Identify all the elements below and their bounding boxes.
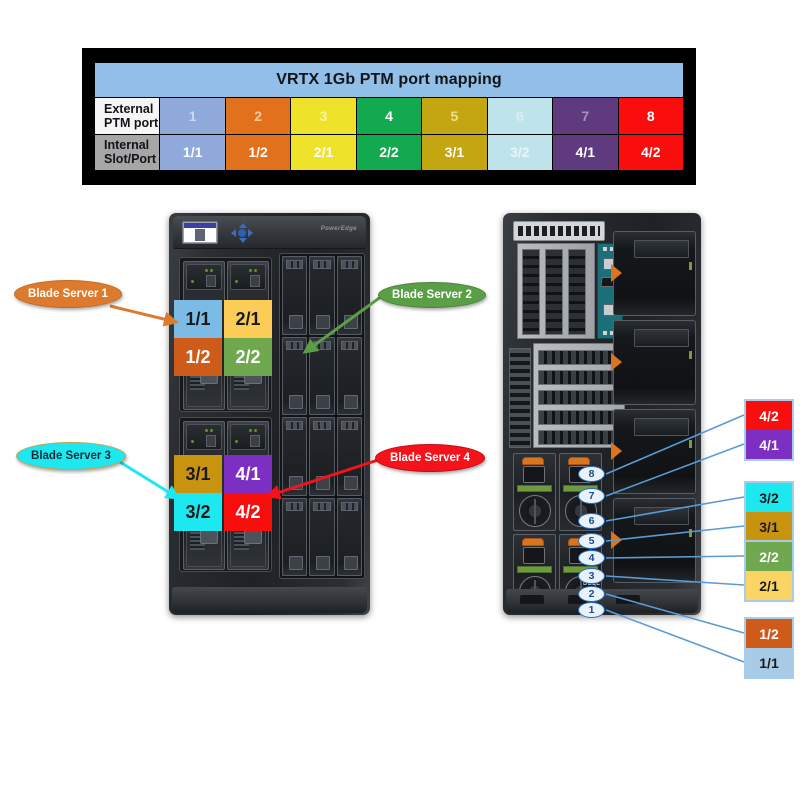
drive-bay[interactable]: [336, 336, 362, 415]
rear-module-bay-4[interactable]: [611, 498, 696, 583]
legend-cell-1-2: 1/2: [746, 619, 792, 648]
front-bezel: PowerEdge: [173, 216, 366, 249]
row-label-internal: Internal Slot/Port: [93, 133, 161, 172]
drive-bay[interactable]: [309, 417, 335, 496]
internal-slot-cell-4-2: 4/2: [617, 133, 684, 172]
blade-port-tag-1-1: 1/1: [174, 300, 222, 338]
drive-bay[interactable]: [336, 256, 362, 335]
legend-cell-4-1: 4/1: [746, 430, 792, 459]
legend-cell-2-1: 2/1: [746, 571, 792, 600]
drive-bay[interactable]: [309, 497, 335, 576]
pci-slot-block: [517, 243, 595, 339]
psu-module-1[interactable]: [513, 453, 556, 531]
pci-slot-row: [538, 390, 622, 405]
drive-bay[interactable]: [282, 256, 308, 335]
external-port-marker-3: 3: [578, 568, 605, 584]
row-label-external: External PTM port: [93, 97, 161, 135]
lcd-screen: [184, 223, 216, 242]
drive-bay[interactable]: [309, 256, 335, 335]
internal-slot-cell-3-2: 3/2: [486, 133, 554, 172]
internal-slot-cell-1-1: 1/1: [159, 133, 226, 172]
blade-port-tag-4-1: 4/1: [224, 455, 272, 493]
pci-slot-row: [538, 350, 622, 365]
drive-bay[interactable]: [282, 497, 308, 576]
internal-slot-cell-1-2: 1/2: [224, 133, 292, 172]
legend-cell-4-2: 4/2: [746, 401, 792, 430]
rear-module-bay-2[interactable]: [611, 320, 696, 405]
external-port-cell-6: 6: [486, 97, 554, 135]
external-port-marker-1: 1: [578, 602, 605, 618]
callout-blade-server-1: Blade Server 1: [14, 280, 122, 308]
dpad-control-icon[interactable]: [231, 223, 253, 243]
external-port-cell-7: 7: [552, 97, 619, 135]
front-drive-bay-grid: [279, 253, 365, 579]
blade-port-tag-4-2: 4/2: [224, 493, 272, 531]
drive-bay[interactable]: [309, 336, 335, 415]
callout-blade-server-2: Blade Server 2: [378, 282, 486, 308]
callout-blade-server-3: Blade Server 3: [16, 442, 126, 470]
external-port-marker-7: 7: [578, 488, 605, 504]
pci-slot-row: [538, 410, 622, 425]
internal-slot-cell-2-2: 2/2: [355, 133, 423, 172]
drive-bay[interactable]: [282, 336, 308, 415]
table-title-row: VRTX 1Gb PTM port mapping: [94, 61, 684, 99]
external-port-marker-8: 8: [578, 466, 605, 482]
legend-cell-3-2: 3/2: [746, 483, 792, 512]
pci-slot-row: [538, 370, 622, 385]
external-port-cell-1: 1: [159, 97, 226, 135]
rear-top-vent: [513, 221, 605, 241]
callout-blade-server-4: Blade Server 4: [375, 444, 485, 472]
table-title: VRTX 1Gb PTM port mapping: [94, 61, 684, 99]
drive-bay[interactable]: [282, 417, 308, 496]
drive-bay[interactable]: [336, 417, 362, 496]
front-logo: PowerEdge: [320, 226, 357, 232]
callout-arrow-1: [109, 304, 179, 327]
internal-slot-cell-2-1: 2/1: [290, 133, 357, 172]
legend-cell-2-2: 2/2: [746, 542, 792, 571]
external-port-cell-8: 8: [617, 97, 684, 135]
internal-slot-cell-4-1: 4/1: [552, 133, 619, 172]
external-port-cell-4: 4: [355, 97, 423, 135]
legend-cell-3-1: 3/1: [746, 512, 792, 541]
external-port-marker-6: 6: [578, 513, 605, 529]
rear-module-bay-1[interactable]: [611, 231, 696, 316]
dell-rear-label: DELL: [583, 581, 601, 587]
external-port-cell-2: 2: [224, 97, 292, 135]
blade-port-tag-3-2: 3/2: [174, 493, 222, 531]
external-port-marker-5: 5: [578, 533, 605, 549]
blade-port-tag-2-1: 2/1: [224, 300, 272, 338]
blade-port-tag-2-2: 2/2: [224, 338, 272, 376]
external-port-cell-5: 5: [421, 97, 488, 135]
drive-bay[interactable]: [336, 497, 362, 576]
internal-slot-cell-3-1: 3/1: [421, 133, 488, 172]
lcd-panel: [182, 221, 218, 244]
port-connector-line-1: [605, 609, 745, 663]
external-port-marker-4: 4: [578, 550, 605, 566]
port-mapping-panel: VRTX 1Gb PTM port mapping External PTM p…: [82, 48, 696, 185]
port-mapping-table: VRTX 1Gb PTM port mapping External PTM p…: [93, 61, 684, 172]
external-port-marker-2: 2: [578, 586, 605, 602]
legend-cell-1-1: 1/1: [746, 648, 792, 677]
front-chassis-base: [172, 587, 367, 613]
blade-port-tag-1-2: 1/2: [174, 338, 222, 376]
rear-side-vent: [509, 348, 531, 448]
external-port-cell-3: 3: [290, 97, 357, 135]
pci-slot-row: [538, 430, 622, 445]
rear-module-bay-3[interactable]: [611, 409, 696, 494]
blade-port-tag-3-1: 3/1: [174, 455, 222, 493]
front-chassis: PowerEdge DELL: [169, 213, 370, 615]
